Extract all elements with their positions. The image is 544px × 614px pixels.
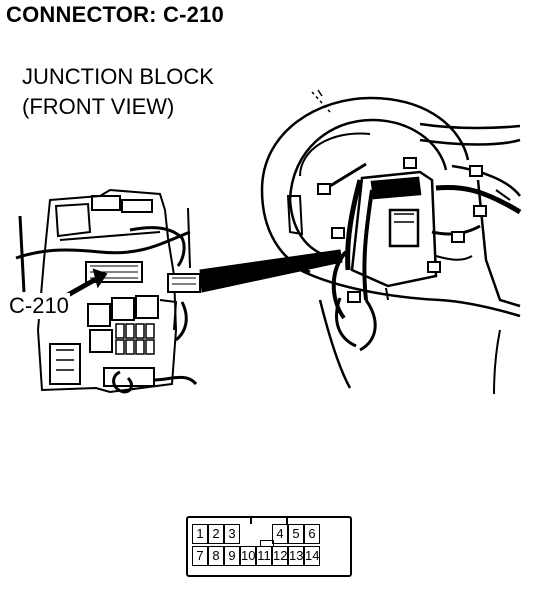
junction-block <box>15 188 201 394</box>
pin-cell: 5 <box>288 524 304 544</box>
pin-cell: 9 <box>224 546 240 566</box>
location-pointer <box>199 249 343 293</box>
pin-gap <box>240 524 256 544</box>
pin-cell: 2 <box>208 524 224 544</box>
pin-cell: 11 <box>256 546 272 566</box>
pin-cell: 8 <box>208 546 224 566</box>
page-title: CONNECTOR: C-210 <box>6 2 224 27</box>
connector-latch <box>260 540 274 546</box>
pin-cell: 7 <box>192 546 208 566</box>
diagram-subtitle-line2: (FRONT VIEW) <box>22 94 175 119</box>
pin-cell: 13 <box>288 546 304 566</box>
pin-gap <box>256 524 272 544</box>
connector-callout-label: C-210 <box>8 293 70 319</box>
pin-cell: 12 <box>272 546 288 566</box>
connector-key-notch <box>250 516 288 524</box>
connector-bottom-row: 7 8 9 10 11 12 13 14 <box>192 546 320 568</box>
diagram-subtitle-line1: JUNCTION BLOCK <box>22 64 214 89</box>
dashboard-view <box>260 89 522 395</box>
pin-cell: 1 <box>192 524 208 544</box>
pin-cell: 6 <box>304 524 320 544</box>
pin-cell: 14 <box>304 546 320 566</box>
connector-top-row: 1 2 3 4 5 6 <box>192 524 320 546</box>
pin-cell: 3 <box>224 524 240 544</box>
pin-cell: 10 <box>240 546 256 566</box>
pin-cell: 4 <box>272 524 288 544</box>
